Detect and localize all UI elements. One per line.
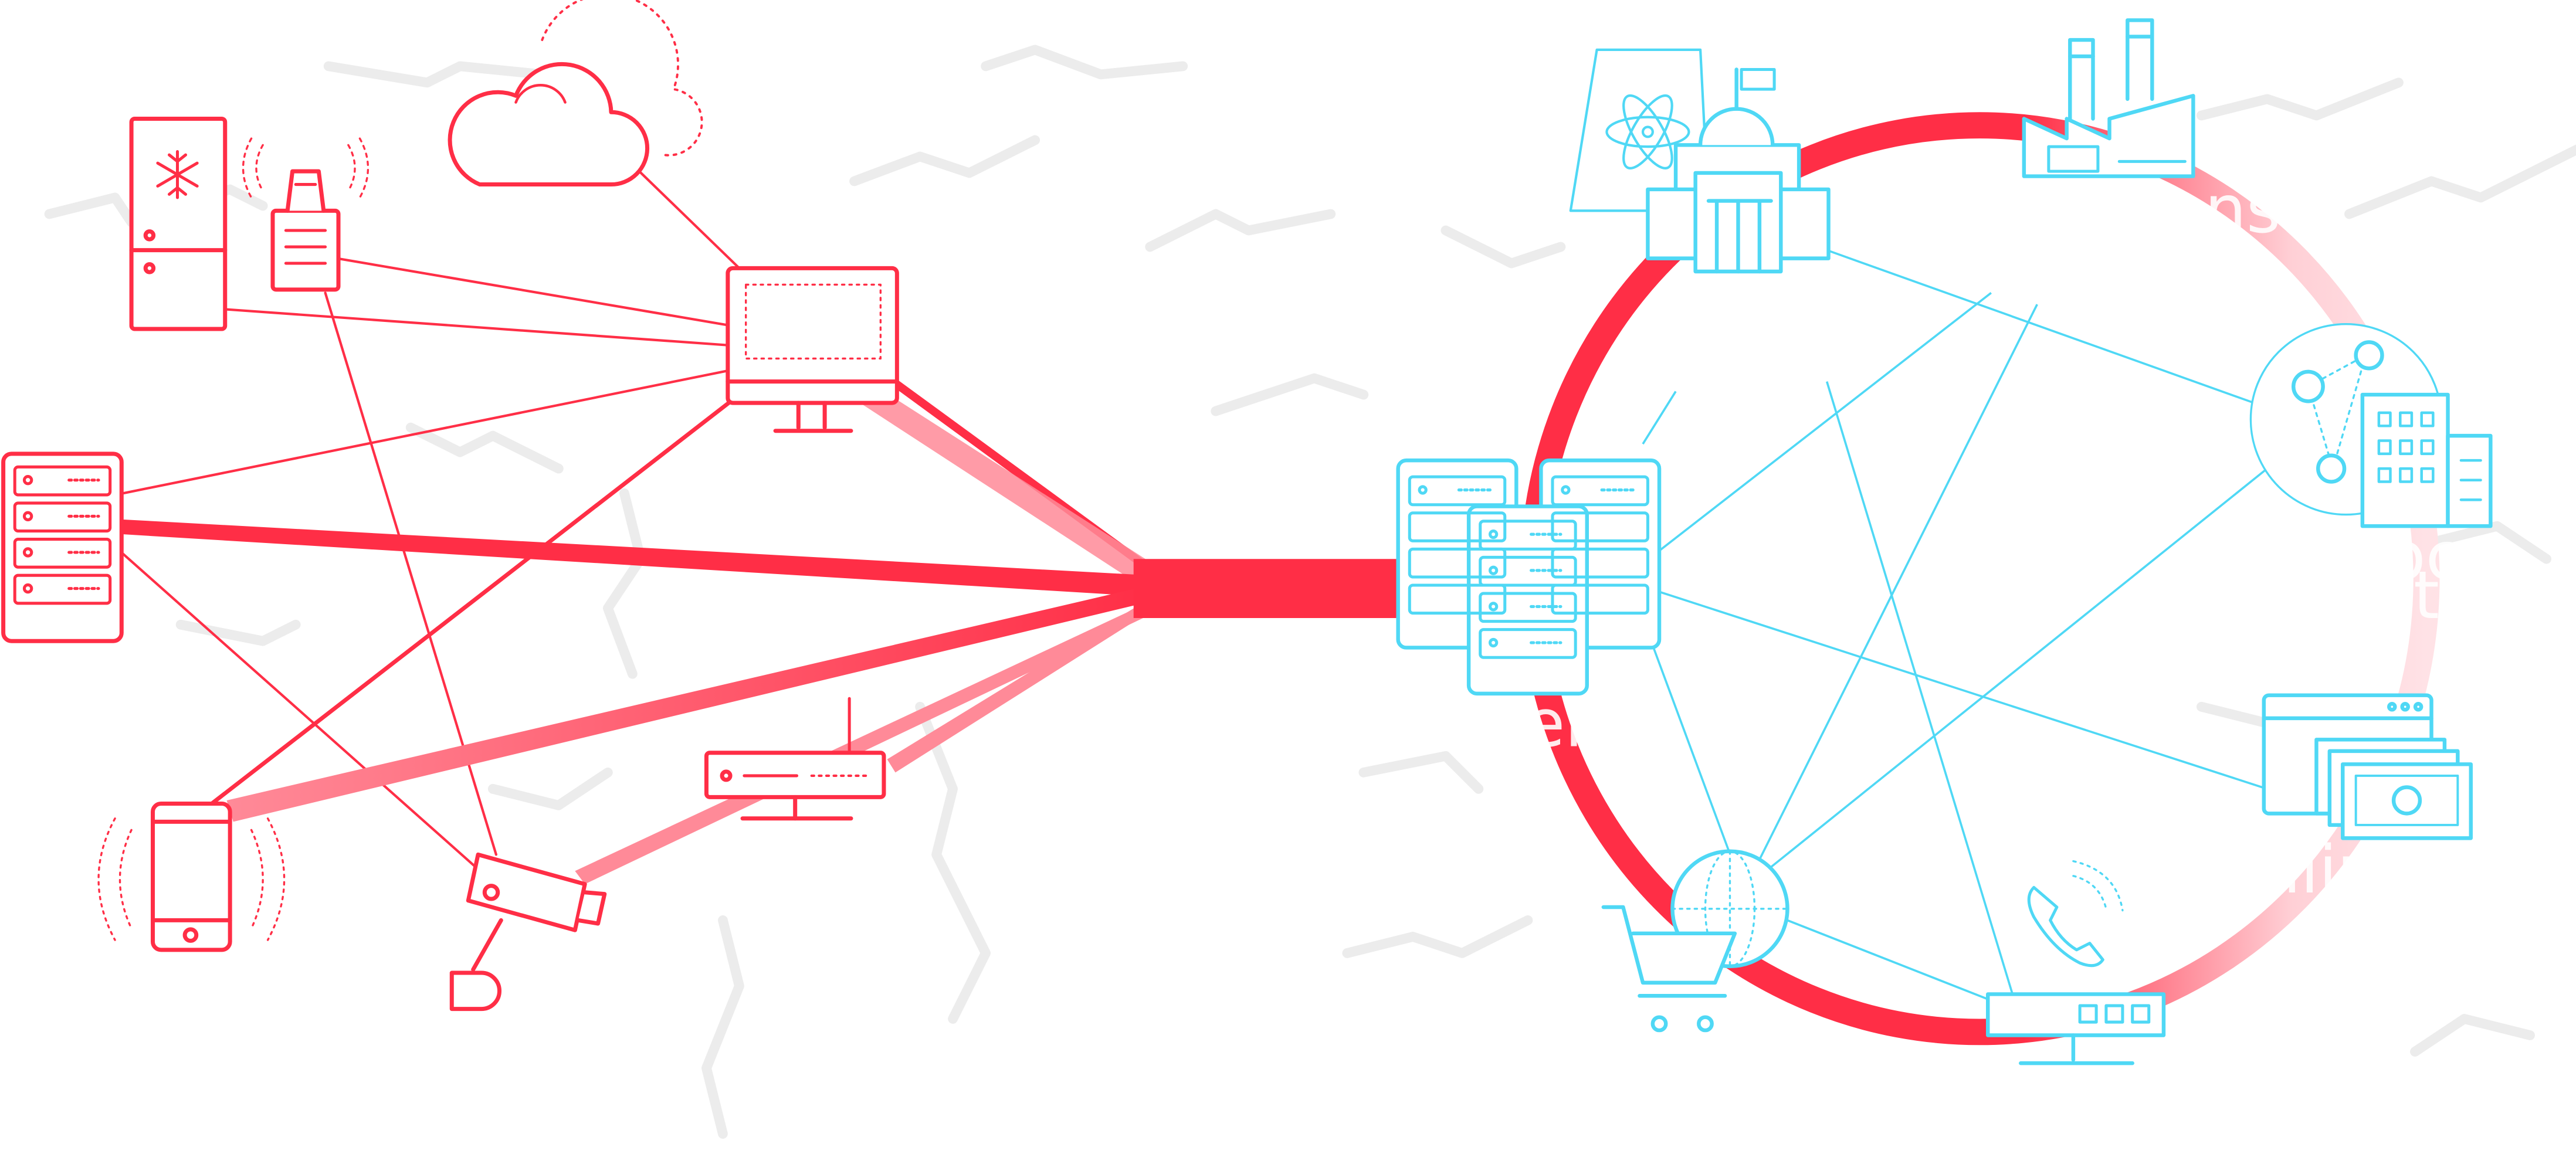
- link-phone-monitor: [203, 392, 741, 811]
- office-target: [2249, 323, 2493, 528]
- smoke-detector-device: [242, 137, 369, 292]
- server-cluster-icon: [1396, 458, 1662, 696]
- ring-fragment: ite: [2395, 558, 2480, 634]
- ring-fragment: ns o: [2205, 172, 2342, 248]
- government-building-target: [1646, 67, 1831, 274]
- link-cloud-monitor: [631, 163, 741, 270]
- link-cart-office: [1765, 467, 2268, 872]
- link-cart-factory: [1757, 304, 2038, 864]
- shopping-cart-icon: [1601, 905, 1737, 1033]
- link-fridge-monitor: [223, 308, 733, 347]
- target-connections: [1642, 249, 2268, 1004]
- link-dc-up: [1642, 391, 1677, 445]
- beam-monitor-hub: [862, 388, 1158, 592]
- link-cart-modem: [1787, 919, 1997, 1004]
- link-dc-payments: [1659, 590, 2267, 790]
- camera-device: [449, 852, 607, 1012]
- link-modem-top: [1825, 381, 2014, 995]
- link-dc-cart: [1650, 640, 1734, 864]
- beam-phone-hub: [226, 585, 1150, 822]
- payments-target: [2262, 693, 2473, 840]
- ring-fragment: nlin: [2259, 832, 2378, 908]
- ecommerce-target: [1601, 849, 1789, 1033]
- link-server-monitor: [121, 368, 733, 495]
- refrigerator-device: [129, 117, 228, 331]
- link-server-camera: [121, 552, 478, 869]
- attack-trunk: [1133, 559, 1413, 619]
- beam-server-hub: [123, 519, 1150, 597]
- snowflake-icon: [156, 150, 199, 199]
- link-gov-office: [1826, 249, 2255, 404]
- money-icon: [2354, 774, 2459, 826]
- ring-fragment: en: [1524, 686, 1606, 762]
- smartphone-device: [97, 802, 286, 952]
- beam-camera-hub: [575, 602, 1150, 884]
- data-center-target: [1396, 458, 1662, 696]
- ring-labels: ns o oca ite en nlin: [1524, 172, 2502, 908]
- factory-target: [2022, 18, 2195, 178]
- monitor-device: [726, 266, 899, 433]
- attack-connections: [121, 163, 1413, 884]
- link-smoke-monitor: [335, 257, 733, 327]
- phone-target: [2027, 860, 2124, 968]
- server-device: [1, 452, 124, 643]
- router-device: [704, 697, 886, 821]
- background-texture: [44, 45, 2576, 1139]
- link-dc-office: [1658, 291, 1992, 552]
- modem-target: [1986, 992, 2166, 1065]
- cloud-icon: [448, 0, 703, 187]
- ring-fragment: oca: [2385, 518, 2502, 595]
- atom-icon: [1605, 94, 1690, 169]
